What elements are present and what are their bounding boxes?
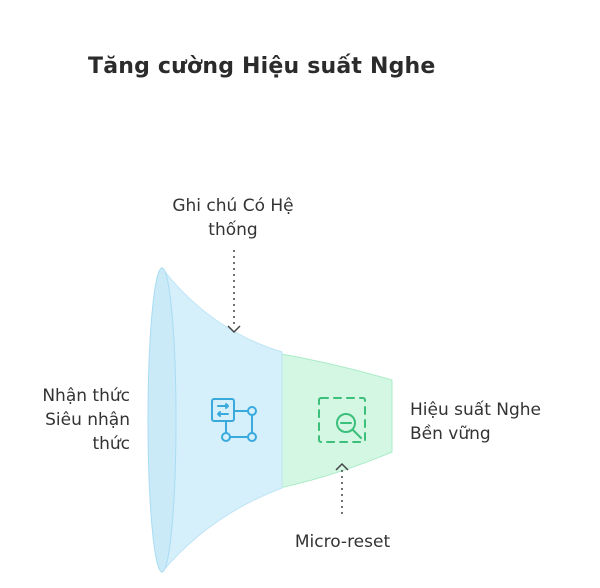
top-connector	[227, 250, 241, 334]
flowchart-icon	[211, 398, 257, 442]
stage-label-line: Bền vững	[410, 424, 491, 444]
stage-label-line: thức	[92, 434, 130, 454]
bottom-connector	[335, 462, 349, 514]
annotation-line: thống	[208, 220, 258, 240]
stage-2-label: Hiệu suất Nghe Bền vững	[410, 398, 595, 446]
page-title: Tăng cường Hiệu suất Nghe	[88, 54, 436, 79]
stage-label-line: Siêu nhận	[45, 410, 130, 430]
zoom-out-icon	[318, 397, 366, 443]
annotation-systematic-notes: Ghi chú Có Hệ thống	[150, 194, 316, 242]
funnel-stage-2	[269, 351, 393, 491]
stage-1-label: Nhận thức Siêu nhận thức	[8, 384, 130, 456]
annotation-line: Ghi chú Có Hệ	[172, 196, 294, 216]
stage-label-line: Nhận thức	[42, 386, 130, 406]
annotation-micro-reset: Micro-reset	[294, 532, 391, 552]
funnel-rim	[147, 267, 177, 573]
stage-label-line: Hiệu suất Nghe	[410, 400, 542, 420]
